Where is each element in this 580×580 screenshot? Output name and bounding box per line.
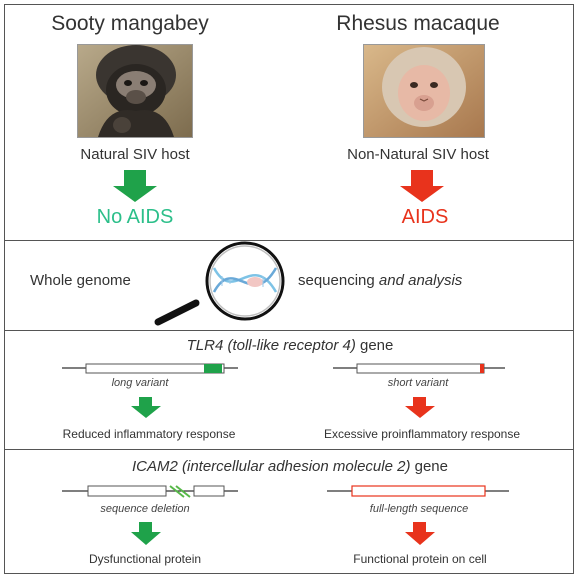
tlr4-gene-heading: TLR4 (toll-like receptor 4) gene <box>186 337 394 354</box>
functional-protein-label: Functional protein on cell <box>353 552 487 566</box>
aids-label: AIDS <box>401 206 449 228</box>
natural-host-label: Natural SIV host <box>80 146 190 163</box>
rhesus-macaque-photo <box>363 44 485 138</box>
sequence-deletion-label: sequence deletion <box>100 503 190 515</box>
section-divider-3 <box>4 449 574 450</box>
figure-frame <box>4 4 574 574</box>
short-variant-label: short variant <box>387 377 449 389</box>
no-aids-label: No AIDS <box>96 206 174 228</box>
section-divider-1 <box>4 240 574 241</box>
rhesus-macaque-title: Rhesus macaque <box>336 12 500 35</box>
non-natural-host-label: Non-Natural SIV host <box>347 146 489 163</box>
sooty-mangabey-photo <box>77 44 193 138</box>
sequencing-analysis-label: sequencing and analysis <box>298 272 463 289</box>
dysfunctional-protein-label: Dysfunctional protein <box>88 552 202 566</box>
whole-genome-label: Whole genome <box>30 272 131 289</box>
long-variant-label: long variant <box>111 377 169 389</box>
full-length-sequence-label: full-length sequence <box>369 503 469 515</box>
icam2-gene-heading: ICAM2 (intercellular adhesion molecule 2… <box>131 458 448 475</box>
reduced-inflammatory-response: Reduced inflammatory response <box>62 427 236 441</box>
excessive-proinflammatory-response: Excessive proinflammatory response <box>323 427 521 441</box>
section-divider-2 <box>4 330 574 331</box>
sooty-mangabey-title: Sooty mangabey <box>51 12 209 35</box>
